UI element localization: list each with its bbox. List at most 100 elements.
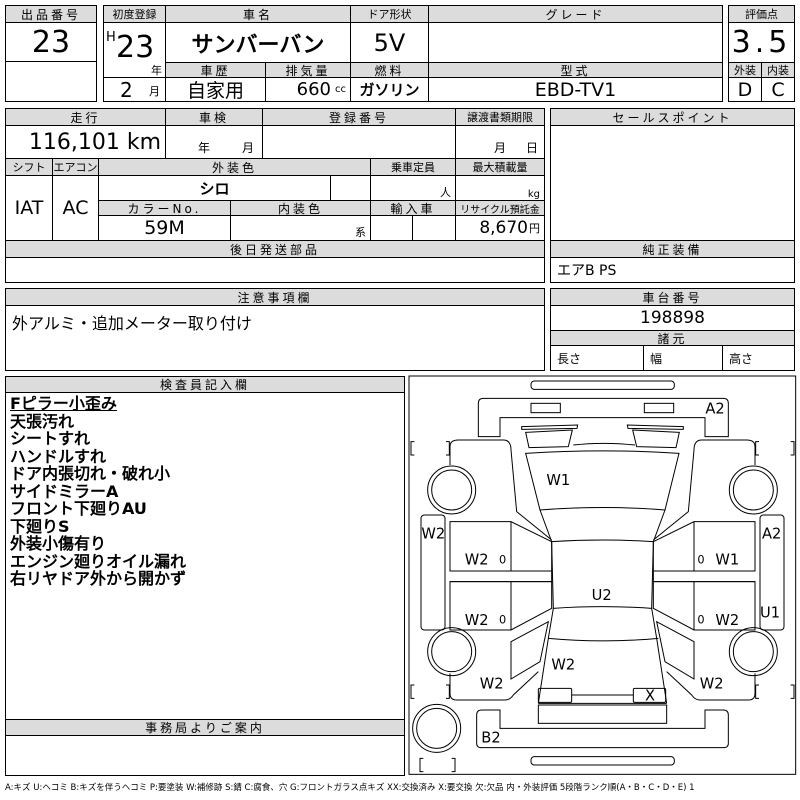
damage-mark: U2 [592,587,612,604]
width: 幅 [643,345,723,371]
import-header: 輸入車 [370,200,456,216]
fuel: ガソリン [350,77,429,102]
ac-header: エアコン [52,158,99,176]
damage-mark: W2 [551,656,575,673]
reg-no [262,125,456,159]
car-name-header: 車名 [165,5,351,23]
note-item: エンジン廻りオイル漏れ [10,551,187,571]
exterior-header: 外装 [728,62,762,78]
note-item: フロント下廻りAU [10,499,147,518]
inspector-header: 検査員記入欄 [5,376,405,393]
note-item: ドア内張切れ・破れ小 [10,464,171,483]
note-item: シートすれ [10,429,91,448]
displacement: 660 [296,79,331,100]
model-header: 型式 [428,62,723,78]
interior-header: 内装 [761,62,795,78]
transfer-day-unit: 日 [525,141,538,155]
damage-mark: W2 [421,525,445,542]
diagram-frame [408,375,797,775]
damage-mark: W2 [465,551,489,568]
ext-color-header: 外装色 [98,158,371,176]
specs-header: 諸元 [550,330,795,346]
exterior-grade: D [728,77,762,102]
color-no-header: カラーNo. [98,200,231,216]
score-header: 評価点 [728,5,795,23]
transfer-cell: 月 日 [455,125,545,159]
note-item: Fピラー小歪み [10,394,117,413]
mileage: 116,101 km [5,125,166,159]
later-parts [5,257,545,283]
length: 長さ [550,345,644,371]
damage-mark: W2 [700,675,724,692]
equipment: エアB PS [550,257,795,283]
note-item: サイドミラーA [10,481,119,501]
note-item: 下廻りS [10,516,70,536]
damage-mark: W2 [715,612,739,629]
car-name: サンバーバン [165,22,351,63]
chassis-number: 198898 [550,305,795,331]
notice-text: 外アルミ・追加メーター取り付け [5,305,545,371]
note-item: 右リヤドア外から開かず [10,569,187,588]
reg-no-header: 登録番号 [262,108,456,126]
grade-header: グレード [428,5,723,23]
capacity-unit: 人 [370,175,456,201]
score: 3.5 [728,22,795,63]
damage-mark: 0 [697,612,704,626]
transfer-month-unit: 月 [494,141,507,155]
displacement-header: 排気量 [265,62,351,78]
recycle-unit: 円 [529,222,540,235]
interior-grade: C [761,77,795,102]
note-item: ハンドルすれ [10,446,107,466]
note-item: 天張汚れ [10,411,75,431]
office-header: 事務局よりご案内 [5,719,405,736]
int-color-header: 内装色 [230,200,371,216]
reg-month: 2 [120,78,133,102]
shift-header: シフト [5,158,53,176]
ext-color-blank [330,175,371,201]
damage-mark: 0 [499,552,506,566]
inspection-header: 車検 [165,108,263,126]
ac: AC [52,175,99,241]
ext-color: シロ [98,175,331,201]
notice-header: 注意事項欄 [5,288,545,306]
max-load-header: 最大積載量 [455,158,545,176]
damage-mark: U1 [760,604,780,621]
recycle-cell: 8,670 円 [455,215,545,241]
first-reg-year-cell: H 23 年 [103,22,166,78]
max-load-unit: kg [455,175,545,201]
equipment-header: 純正装備 [550,240,795,258]
lot-number-header: 出品番号 [5,5,97,23]
damage-mark: W1 [546,472,570,489]
transfer-header: 譲渡書類期限 [455,108,545,126]
chassis-header: 車台番号 [550,288,795,306]
int-color-unit: 系 [230,215,371,241]
height: 高さ [722,345,795,371]
damage-mark: W2 [480,675,504,692]
damage-mark: B2 [481,730,500,747]
month-unit: 月 [149,85,160,98]
damage-mark: 0 [499,612,506,626]
sales-point [550,125,795,241]
reg-month-cell: 2 月 [103,77,166,102]
sales-point-header: セールスポイント [550,108,795,126]
year-unit: 年 [151,64,162,77]
import-cell-1 [370,215,413,241]
car-center-panels [412,380,729,773]
damage-mark: 0 [697,552,704,566]
door-header: ドア形状 [350,5,429,23]
era: H [106,30,116,45]
damage-mark: X [645,688,655,705]
model: EBD-TV1 [428,77,723,102]
recycle-amount: 8,670 [479,218,528,238]
shift: IAT [5,175,53,241]
capacity-header: 乗車定員 [370,158,456,176]
damage-mark: A2 [762,525,781,542]
history-header: 車歴 [165,62,266,78]
displacement-cell: 660 cc [265,77,351,102]
damage-mark: W2 [465,612,489,629]
damage-mark: A2 [705,400,724,417]
color-no: 59M [98,215,231,241]
lot-number: 23 [5,22,97,62]
inspector-notes: Fピラー小歪み 天張汚れ シートすれ ハンドルすれ ドア内張切れ・破れ小 サイド… [10,395,186,588]
